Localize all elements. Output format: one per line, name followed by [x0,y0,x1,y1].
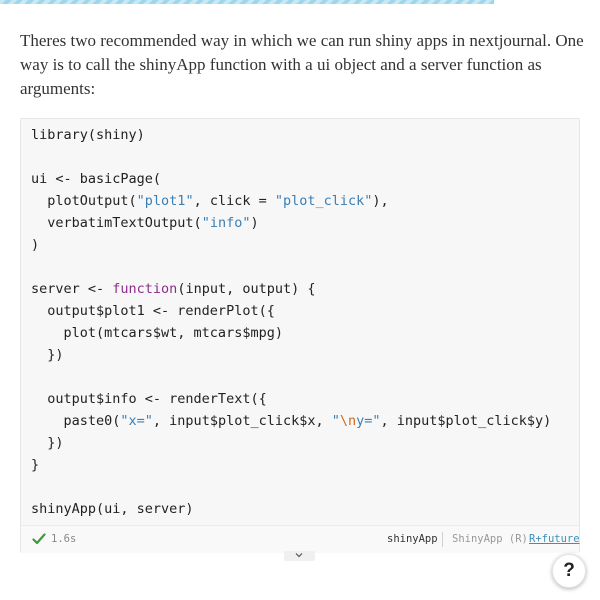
code-line: }) [31,435,64,451]
code-line: paste0("x=", input$plot_click$x, "\ny=",… [31,413,552,429]
check-icon [32,533,46,545]
cell-status-bar: 1.6s shinyApp ShinyApp (R) R+future [21,525,580,553]
code-line: server <- function(input, output) { [31,281,316,297]
code-editor[interactable]: library(shiny) ui <- basicPage( plotOutpu… [21,119,579,520]
runtime-link[interactable]: R+future [529,533,580,545]
loading-progress-bar [0,0,494,4]
result-name[interactable]: shinyApp [387,533,438,545]
code-line: } [31,457,40,473]
run-duration: 1.6s [51,533,77,545]
runtime-label: ShinyApp (R) [452,533,528,545]
code-line: output$plot1 <- renderPlot({ [31,303,275,319]
code-line: }) [31,347,64,363]
code-line: ) [31,237,40,253]
code-line: output$info <- renderText({ [31,391,267,407]
code-line [31,256,569,278]
code-line [31,476,569,498]
code-line [31,146,569,168]
help-button[interactable]: ? [552,554,586,588]
code-line: verbatimTextOutput("info") [31,215,259,231]
code-line: plotOutput("plot1", click = "plot_click"… [31,193,389,209]
code-cell[interactable]: library(shiny) ui <- basicPage( plotOutpu… [20,118,580,553]
chevron-down-icon [295,553,303,558]
code-line [31,366,569,388]
collapse-toggle[interactable] [284,551,315,561]
footer-divider [442,532,443,547]
intro-paragraph: Theres two recommended way in which we c… [20,31,584,98]
code-line: plot(mtcars$wt, mtcars$mpg) [31,325,283,341]
code-line: ui <- basicPage( [31,171,162,187]
code-line: shinyApp(ui, server) [31,501,194,517]
article-prose: Theres two recommended way in which we c… [20,29,585,101]
code-line: library(shiny) [31,127,145,143]
